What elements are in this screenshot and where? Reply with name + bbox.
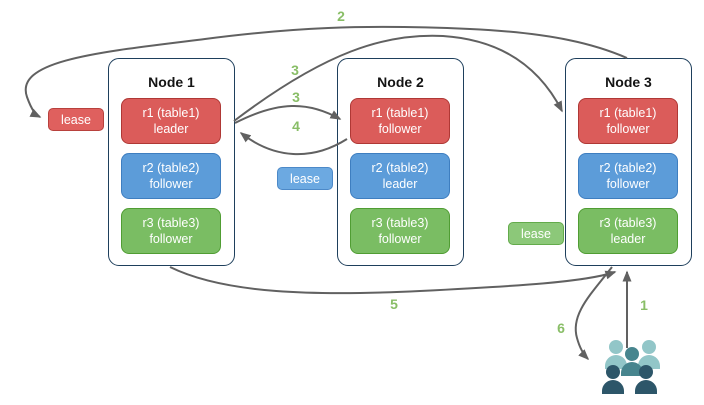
replica-name: r3 (table3) xyxy=(371,215,429,230)
arrow-step-6 xyxy=(574,266,613,361)
step-label-1: 1 xyxy=(640,297,648,313)
node-title: Node 1 xyxy=(148,74,195,90)
users-icon xyxy=(602,340,660,394)
replica-role: follower xyxy=(606,122,650,136)
replica-role: follower xyxy=(378,232,422,246)
replica-r1-node1: r1 (table1) leader xyxy=(121,98,221,144)
step-label-2: 2 xyxy=(337,8,345,24)
replica-role: leader xyxy=(610,232,646,246)
arrow-step-5 xyxy=(169,266,617,295)
node-1: Node 1 r1 (table1) leader r2 (table2) fo… xyxy=(108,58,235,266)
replica-role: follower xyxy=(149,232,193,246)
replica-r1-node2: r1 (table1) follower xyxy=(350,98,450,144)
replica-r3-node3: r3 (table3) leader xyxy=(578,208,678,254)
lease-badge-green: lease xyxy=(508,222,564,245)
replica-name: r1 (table1) xyxy=(371,105,429,120)
step-label-3a: 3 xyxy=(291,62,299,78)
step-label-5: 5 xyxy=(390,296,398,312)
replica-role: follower xyxy=(378,122,422,136)
step-label-6: 6 xyxy=(557,320,565,336)
replica-name: r2 (table2) xyxy=(599,160,657,175)
node-title: Node 2 xyxy=(377,74,424,90)
replica-role: leader xyxy=(382,177,418,191)
arrow-step-3-to-node2 xyxy=(234,104,342,124)
node-3: Node 3 r1 (table1) follower r2 (table2) … xyxy=(565,58,692,266)
lease-badge-blue: lease xyxy=(277,167,333,190)
lease-badge-red: lease xyxy=(48,108,104,131)
arrow-step-4 xyxy=(239,132,348,155)
replica-r1-node3: r1 (table1) follower xyxy=(578,98,678,144)
replica-name: r2 (table2) xyxy=(142,160,200,175)
step-label-3b: 3 xyxy=(292,89,300,105)
step-label-4: 4 xyxy=(292,118,300,134)
replica-r3-node1: r3 (table3) follower xyxy=(121,208,221,254)
replica-name: r3 (table3) xyxy=(142,215,200,230)
replica-role: leader xyxy=(153,122,189,136)
replica-name: r1 (table1) xyxy=(142,105,200,120)
replica-r2-node1: r2 (table2) follower xyxy=(121,153,221,199)
replica-r3-node2: r3 (table3) follower xyxy=(350,208,450,254)
node-2: Node 2 r1 (table1) follower r2 (table2) … xyxy=(337,58,464,266)
replica-r2-node3: r2 (table2) follower xyxy=(578,153,678,199)
replica-name: r3 (table3) xyxy=(599,215,657,230)
replica-name: r1 (table1) xyxy=(599,105,657,120)
replica-r2-node2: r2 (table2) leader xyxy=(350,153,450,199)
node-title: Node 3 xyxy=(605,74,652,90)
replica-role: follower xyxy=(606,177,650,191)
replica-name: r2 (table2) xyxy=(371,160,429,175)
replica-role: follower xyxy=(149,177,193,191)
